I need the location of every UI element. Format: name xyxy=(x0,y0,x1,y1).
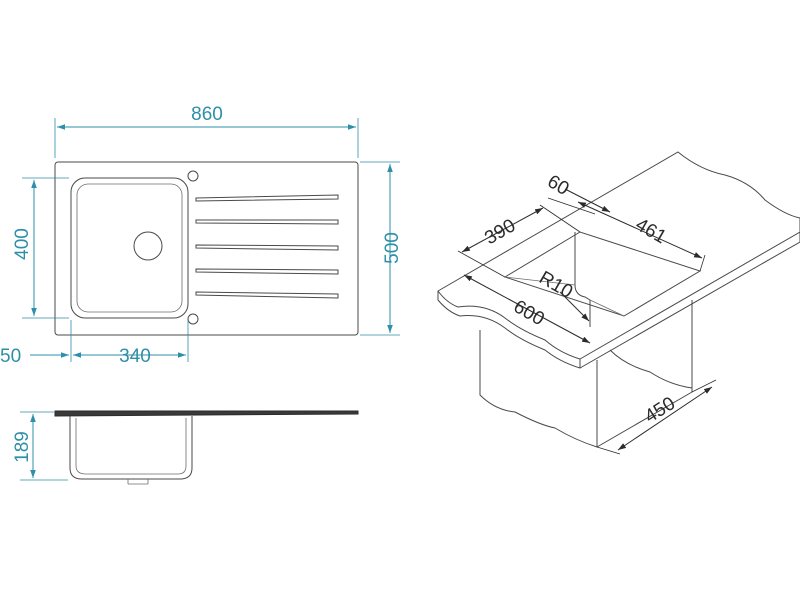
dimension-width: 860 xyxy=(54,104,359,158)
tap-hole-icon xyxy=(187,170,199,182)
bowl-inner-outline xyxy=(76,183,183,313)
bowl-width-label: 340 xyxy=(119,346,151,367)
dimension-bowl-height: 400 xyxy=(12,177,69,319)
dimension-iso-bowl-width: 390 xyxy=(457,204,581,278)
radius-label: R10 xyxy=(535,267,576,303)
bowl-outline xyxy=(70,177,189,319)
depth-label: 189 xyxy=(12,431,33,463)
countertop-front-edge xyxy=(437,291,581,369)
width-label: 860 xyxy=(191,104,223,125)
drainer-ribs xyxy=(195,194,339,299)
top-view: 860 500 400 50 340 xyxy=(0,104,403,367)
drainer-label: 461 xyxy=(632,214,670,248)
dimension-drainer: 461 xyxy=(577,201,706,272)
height-label: 500 xyxy=(382,232,403,264)
dimension-height: 500 xyxy=(360,161,403,336)
bowl-height-label: 400 xyxy=(12,228,33,260)
cabinet xyxy=(479,330,598,448)
dimension-cut-depth: 60 xyxy=(544,171,611,215)
cabinet-label: 450 xyxy=(641,393,679,428)
cut-depth-label: 60 xyxy=(544,171,573,200)
countertop-top xyxy=(437,151,800,360)
offset-label: 50 xyxy=(0,346,21,367)
iso-bowl-width-label: 390 xyxy=(481,215,519,249)
isometric-view: 60 390 461 R10 600 450 xyxy=(437,151,800,455)
sink-rim xyxy=(54,410,359,417)
bowl-well xyxy=(574,232,591,327)
dimension-depth: 189 xyxy=(12,411,68,481)
sink-outline xyxy=(54,161,359,336)
drain-hole xyxy=(133,231,163,261)
dimension-bowl-width: 50 340 xyxy=(0,320,189,367)
bowl-profile xyxy=(69,416,193,480)
overflow-hole-icon xyxy=(187,313,199,325)
side-view: 189 xyxy=(12,410,359,485)
dimension-cabinet: 450 xyxy=(596,379,717,455)
